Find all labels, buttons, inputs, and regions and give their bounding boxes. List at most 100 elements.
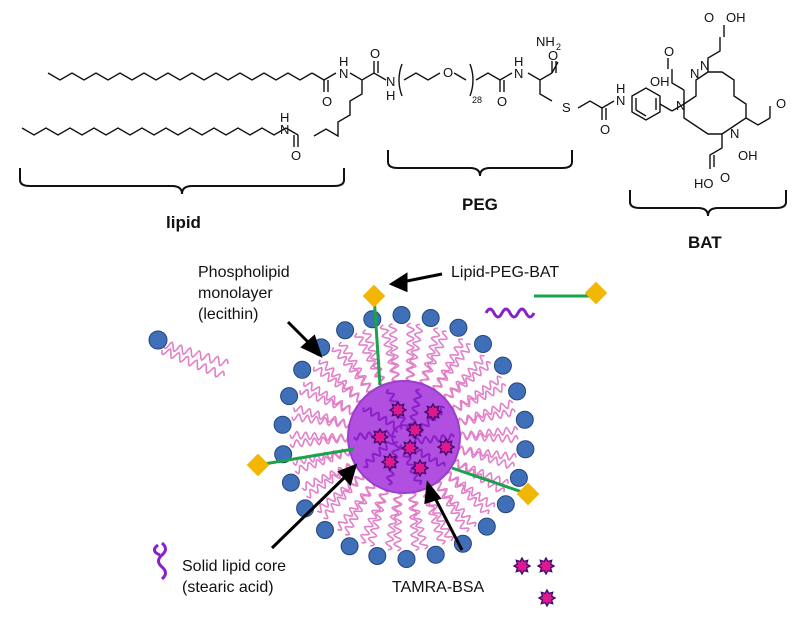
tamra-bsa-star: [388, 400, 408, 420]
atom-o5: O: [600, 122, 610, 137]
phospholipid-head: [336, 321, 355, 340]
tamra-bsa-star: [436, 437, 456, 457]
bat-chelator-diamond: [516, 482, 540, 506]
phospholipid-head: [477, 517, 496, 536]
atom-ho: HO: [694, 176, 714, 191]
lipid-tail: [449, 375, 502, 415]
atom-h3: H: [514, 54, 523, 69]
phospholipid-head: [509, 468, 528, 487]
atom-h1: H: [339, 54, 348, 69]
free-lecithin-tail: [161, 348, 225, 378]
atom-nh2: NH: [536, 34, 555, 49]
atom-o4: O: [548, 48, 558, 63]
solid-lipid-core: [347, 380, 461, 494]
lipid-tail: [361, 329, 388, 390]
free-lecithin: [148, 330, 229, 378]
tamra-bsa-star: [537, 588, 557, 608]
lipid-tail: [384, 488, 403, 551]
bat-chelator-diamond: [246, 453, 270, 477]
label-phospholipid-line1: Phospholipid: [198, 264, 290, 281]
lipid-tail: [432, 338, 464, 395]
structure-brackets: [19, 150, 787, 217]
phospholipid-head: [474, 335, 492, 353]
atom-n9: N: [730, 126, 739, 141]
tamra-bsa-star: [423, 402, 443, 422]
atom-n7: N: [700, 58, 709, 73]
phospholipid-head: [449, 318, 468, 337]
phospholipid-head: [392, 306, 411, 324]
atom-n8: N: [676, 98, 685, 113]
peg-chain: [451, 466, 529, 496]
lipid-tail: [407, 487, 420, 552]
free-lecithin-tails: [161, 341, 229, 378]
lipid-tail: [323, 470, 366, 520]
label-phospholipid-line2: monolayer: [198, 285, 273, 302]
phospholipid-head: [508, 382, 527, 401]
atom-h5: H: [280, 110, 289, 125]
atom-o7: O: [664, 44, 674, 59]
lipid-tail: [420, 484, 447, 545]
lipid-tail: [442, 354, 485, 404]
arrows: [270, 272, 464, 551]
lipid-tail: [331, 346, 376, 395]
lipid-tail: [367, 485, 389, 547]
stearic-acid-wave: [362, 407, 403, 430]
arrow-head-core: [337, 463, 358, 486]
phospholipid-head: [421, 309, 440, 327]
lipid-tail: [449, 458, 509, 486]
atom-o3: O: [497, 94, 507, 109]
tamra-bsa-star: [536, 556, 556, 576]
free-lipid-peg-bat: [484, 281, 608, 319]
lipid-tail: [338, 341, 377, 396]
lipid-tail: [291, 413, 355, 429]
lipid-tail: [441, 470, 496, 508]
label-peg: PEG: [462, 195, 498, 214]
upper-fatty-chain: [47, 72, 313, 81]
core-legend-wave: [153, 541, 167, 581]
lipid-tail: [455, 425, 519, 441]
atom-o6: O: [291, 148, 301, 163]
lipid-tail: [453, 407, 516, 428]
peg-chain: [257, 447, 355, 467]
phospholipid-head: [340, 537, 359, 556]
bracket-lipid: [19, 168, 345, 195]
phospholipid-head: [316, 521, 334, 539]
tamra-bsa-star: [410, 458, 430, 478]
lipid-tail: [455, 431, 519, 444]
bracket-peg: [387, 150, 573, 177]
atom-o8: O: [704, 10, 714, 25]
tamra-bsa-in-core: [370, 400, 456, 478]
lipid-tail: [379, 324, 402, 387]
tamra-bsa-star: [405, 420, 425, 440]
label-lipid-peg-bat: Lipid-PEG-BAT: [451, 264, 559, 281]
phospholipid-head: [426, 545, 445, 564]
lower-fatty-chain: [21, 127, 287, 136]
phospholipid-head: [293, 360, 312, 379]
free-lecithin-head: [148, 330, 168, 350]
lipid-tail: [392, 487, 403, 552]
atom-oh1: OH: [650, 74, 670, 89]
lipid-tail: [316, 470, 367, 514]
phospholipid-head: [273, 415, 292, 434]
label-phospholipid-line3: (lecithin): [198, 306, 258, 323]
tamra-bsa-star: [400, 438, 420, 458]
lipid-tail: [301, 459, 360, 492]
atom-oh3: OH: [738, 148, 758, 163]
lipid-tail: [406, 487, 429, 550]
lipid-tail: [289, 433, 353, 449]
lipid-tail: [419, 327, 441, 389]
phospholipid-head: [280, 387, 299, 406]
phospholipid-head: [274, 445, 293, 464]
lipid-tail: [388, 322, 401, 387]
arrow-head-phospholipid: [300, 334, 323, 358]
label-core-line2: (stearic acid): [182, 579, 274, 596]
atom-nh2-subscript: 2: [556, 42, 561, 52]
tamra-bsa-star: [512, 556, 532, 576]
phospholipid-head: [397, 550, 416, 568]
label-tamra-bsa: TAMRA-BSA: [392, 579, 484, 596]
atom-h4: H: [616, 81, 625, 96]
phospholipid-head: [493, 356, 512, 375]
nanoparticle: [246, 284, 540, 568]
atom-n6: N: [690, 66, 699, 81]
